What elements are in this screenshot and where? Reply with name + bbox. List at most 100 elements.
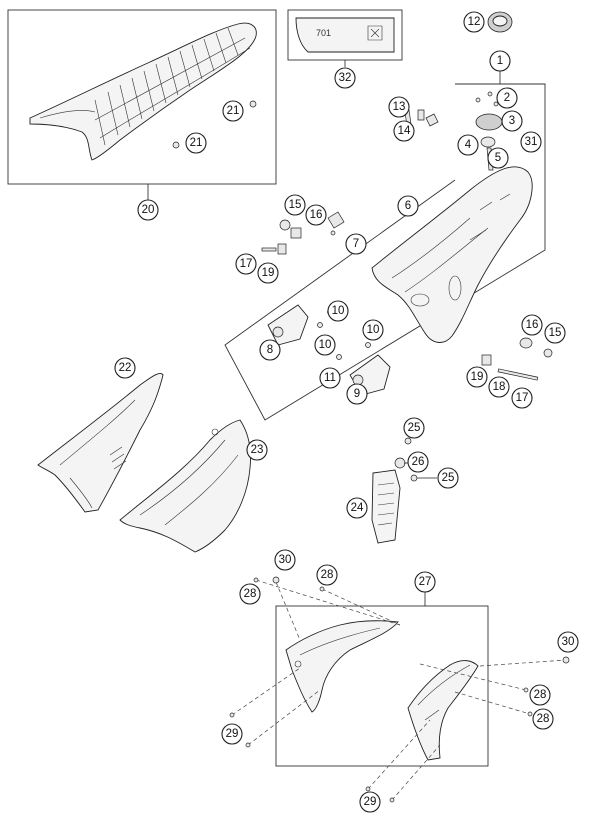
callout-15a: 15 <box>284 194 306 216</box>
callout-21b: 21 <box>185 132 207 154</box>
callout-28d: 28 <box>532 708 554 730</box>
callout-30a: 30 <box>274 549 296 571</box>
dash-28d <box>454 691 531 715</box>
seat-nut-b <box>172 141 180 149</box>
svg-text:3: 3 <box>509 115 515 127</box>
screw-28c <box>523 687 529 693</box>
callout-17b: 17 <box>511 387 533 409</box>
nut-10c <box>365 342 371 348</box>
screw-29a <box>229 712 235 718</box>
svg-text:17: 17 <box>240 258 253 270</box>
seat <box>29 22 257 161</box>
callout-10c: 10 <box>314 334 336 356</box>
svg-text:28: 28 <box>321 569 334 581</box>
dash-29a <box>231 667 301 716</box>
fuel-tank-group <box>224 70 553 421</box>
o-ring <box>480 136 496 148</box>
svg-text:27: 27 <box>419 576 432 588</box>
trim-frame <box>275 605 489 767</box>
callout-1: 1 <box>489 50 511 72</box>
callout-29b: 29 <box>359 791 381 813</box>
svg-text:28: 28 <box>534 689 547 701</box>
svg-text:16: 16 <box>310 209 323 221</box>
nut-30a <box>272 576 280 584</box>
right-cover-detail <box>139 428 239 526</box>
fuel-cap-top <box>492 15 508 27</box>
callout-20: 20 <box>137 199 159 221</box>
pin-17b <box>497 368 539 381</box>
screw-28d <box>527 711 533 717</box>
bushing-16b <box>519 337 533 349</box>
air-filter-cover <box>371 469 401 544</box>
right-trim-detail <box>417 664 471 721</box>
callout-9: 9 <box>346 383 368 405</box>
svg-text:10: 10 <box>319 339 332 351</box>
svg-text:30: 30 <box>279 554 292 566</box>
svg-text:29: 29 <box>364 796 377 808</box>
svg-text:25: 25 <box>408 422 421 434</box>
filter-group <box>371 437 437 544</box>
svg-text:4: 4 <box>465 139 472 151</box>
svg-text:23: 23 <box>251 444 264 456</box>
bracket-8 <box>267 304 309 346</box>
callout-8: 8 <box>259 339 281 361</box>
svg-text:15: 15 <box>289 199 302 211</box>
callout-13: 13 <box>388 96 410 118</box>
callout-14: 14 <box>393 120 415 142</box>
dash-29b <box>247 689 321 746</box>
callout-12: 12 <box>463 11 485 33</box>
bracket-14 <box>417 109 439 127</box>
bolt-15a <box>279 219 291 231</box>
nut-11 <box>336 354 342 360</box>
svg-text:10: 10 <box>332 305 345 317</box>
callout-31: 31 <box>520 131 542 153</box>
screw-25a <box>404 437 412 445</box>
callout-32: 32 <box>334 67 356 89</box>
callout-27: 27 <box>414 571 436 593</box>
callout-2: 2 <box>496 87 518 109</box>
svg-text:22: 22 <box>119 362 132 374</box>
svg-text:21: 21 <box>190 137 203 149</box>
svg-text:17: 17 <box>516 392 529 404</box>
svg-text:32: 32 <box>339 72 352 84</box>
callout-25b: 25 <box>437 467 459 489</box>
callout-6: 6 <box>397 195 419 217</box>
svg-text:8: 8 <box>267 344 273 356</box>
callout-7: 7 <box>345 233 367 255</box>
screw-28a <box>253 577 259 583</box>
callout-18: 18 <box>488 376 510 398</box>
svg-text:10: 10 <box>367 324 380 336</box>
svg-text:28: 28 <box>537 713 550 725</box>
svg-text:24: 24 <box>351 502 364 514</box>
callout-3: 3 <box>501 110 523 132</box>
fuel-tank <box>371 166 533 343</box>
callout-19a: 19 <box>257 262 279 284</box>
callout-4: 4 <box>457 134 479 156</box>
svg-text:28: 28 <box>244 588 257 600</box>
svg-text:30: 30 <box>562 636 575 648</box>
svg-text:26: 26 <box>412 456 425 468</box>
callout-28b: 28 <box>316 564 338 586</box>
nut-30b <box>562 656 570 664</box>
callout-15b: 15 <box>544 322 566 344</box>
svg-text:21: 21 <box>227 105 240 117</box>
svg-text:14: 14 <box>398 125 411 137</box>
callout-24: 24 <box>346 497 368 519</box>
left-trim-panel <box>285 620 399 713</box>
screw-29c <box>365 786 371 792</box>
svg-text:16: 16 <box>526 319 539 331</box>
callout-11: 11 <box>319 367 341 389</box>
svg-text:11: 11 <box>324 372 336 384</box>
seat-group <box>7 9 277 200</box>
tank-frame <box>224 83 546 421</box>
svg-text:5: 5 <box>495 152 501 164</box>
clip-6 <box>327 211 345 229</box>
screw-28b <box>319 586 325 592</box>
dash-29c <box>367 719 431 790</box>
svg-text:18: 18 <box>493 381 506 393</box>
tank-detail <box>391 193 511 307</box>
callout-10a: 10 <box>327 300 349 322</box>
dash-29d <box>391 744 441 801</box>
